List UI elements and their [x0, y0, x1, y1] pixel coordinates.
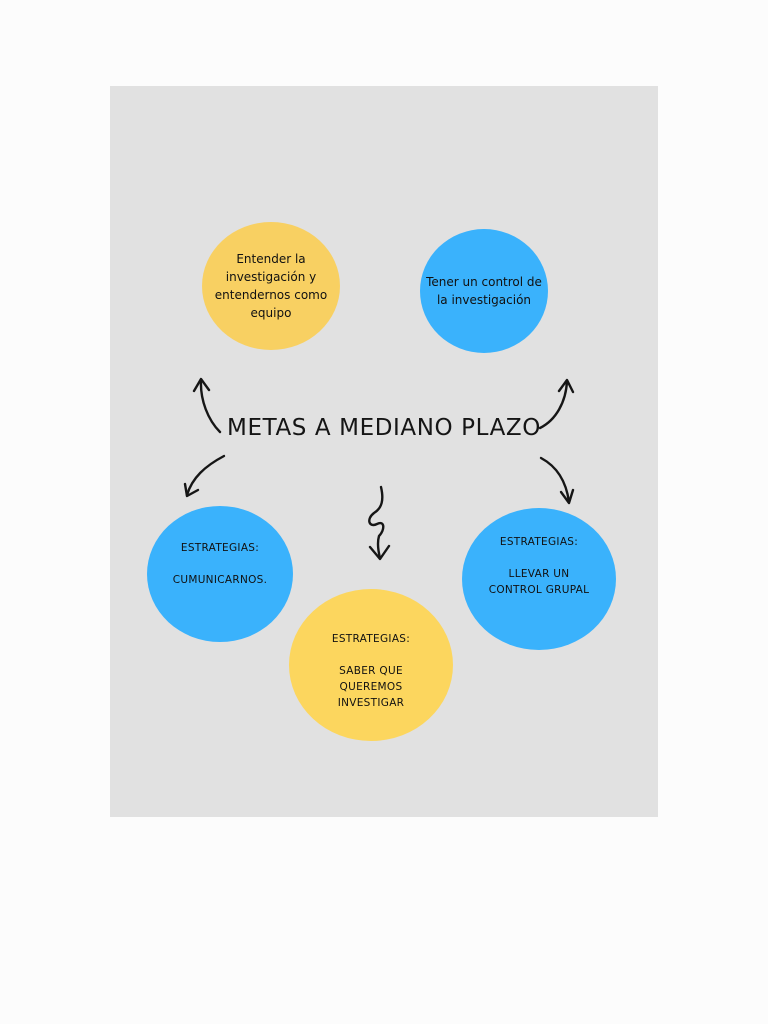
strategy-bubble-group-control: ESTRATEGIAS: LLEVAR UN CONTROL GRUPAL	[462, 508, 616, 650]
goal-bubble-understand: Entender la investigación y entendernos …	[202, 222, 340, 350]
strategy-bubble-communicate: ESTRATEGIAS: CUMUNICARNOS.	[147, 506, 293, 642]
goal-text: Tener un control de la investigación	[426, 275, 542, 307]
strategy-bubble-know: ESTRATEGIAS: SABER QUE QUEREMOS INVESTIG…	[289, 589, 453, 741]
strategy-heading: ESTRATEGIAS:	[180, 542, 260, 554]
strategy-text: LLEVAR UN CONTROL GRUPAL	[488, 568, 590, 596]
goal-bubble-control: Tener un control de la investigación	[420, 229, 548, 353]
strategy-heading: ESTRATEGIAS:	[331, 633, 411, 645]
strategy-text: SABER QUE QUEREMOS INVESTIGAR	[337, 665, 405, 709]
goal-text: Entender la investigación y entendernos …	[214, 252, 328, 320]
central-title: METAS A MEDIANO PLAZO	[227, 415, 541, 441]
strategy-heading: ESTRATEGIAS:	[499, 536, 579, 548]
strategy-text: CUMUNICARNOS.	[172, 574, 268, 586]
